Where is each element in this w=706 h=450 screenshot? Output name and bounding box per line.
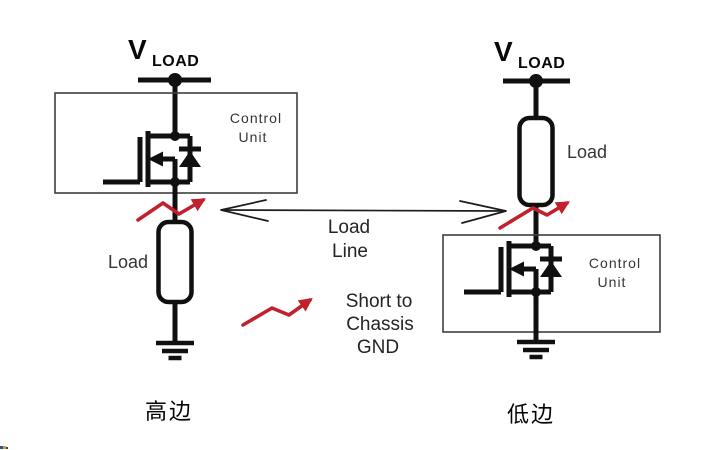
legend-label-line1: Short to — [346, 291, 413, 312]
load-resistor — [517, 115, 555, 208]
center-annotations: Load Line Short to Chassis GND — [220, 199, 507, 358]
legend-label-line2: Chassis — [346, 314, 414, 335]
load-resistor — [156, 219, 194, 305]
ground-icon — [156, 343, 194, 358]
supply-voltage-label: V — [128, 34, 147, 65]
mosfet-icon — [464, 241, 562, 297]
high-side-caption: 高边 — [145, 399, 193, 424]
mosfet-icon — [103, 131, 201, 187]
load-line-label-line1: Load — [328, 217, 370, 238]
junction-dot — [168, 73, 182, 87]
corner-artifact-mark — [0, 446, 8, 449]
ground-icon — [517, 342, 555, 357]
high-side-circuit: V LOAD Control Unit Load 高边 — [54, 34, 298, 424]
supply-voltage-subscript: LOAD — [518, 55, 565, 72]
control-unit-label-line2: Unit — [239, 129, 268, 145]
control-unit-label-line2: Unit — [598, 274, 627, 290]
junction-dot — [529, 74, 543, 88]
supply-voltage-label: V — [494, 36, 513, 67]
short-to-gnd-arrow-icon — [498, 201, 570, 230]
control-unit-label-line1: Control — [230, 110, 282, 126]
load-label: Load — [567, 142, 607, 162]
low-side-circuit: V LOAD Load Control Unit 低边 — [442, 36, 661, 427]
load-label: Load — [108, 252, 148, 272]
load-line-arrow-icon — [220, 199, 507, 224]
control-unit-label-line1: Control — [589, 255, 641, 271]
short-to-gnd-arrow-icon — [136, 198, 206, 222]
control-unit-box — [442, 234, 661, 333]
load-line-label-line2: Line — [332, 241, 368, 262]
legend-label-line3: GND — [357, 337, 399, 358]
low-side-caption: 低边 — [507, 402, 555, 427]
short-legend-arrow-icon — [241, 298, 313, 327]
supply-voltage-subscript: LOAD — [152, 53, 199, 70]
